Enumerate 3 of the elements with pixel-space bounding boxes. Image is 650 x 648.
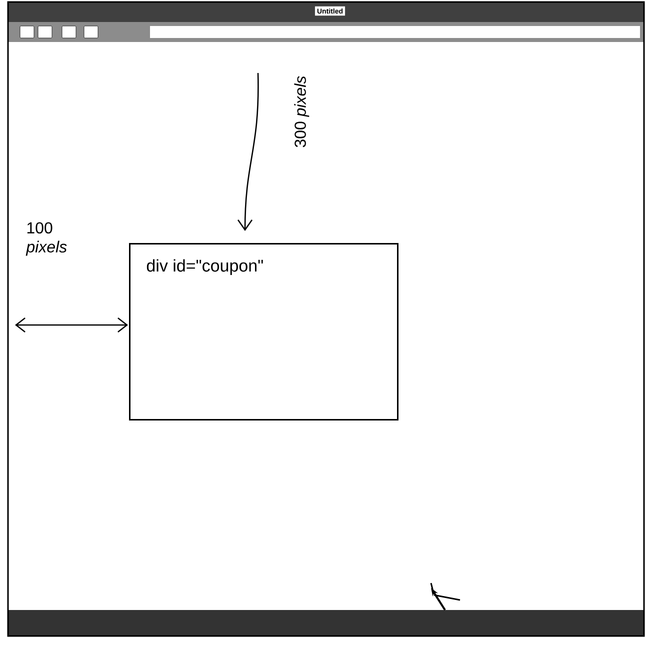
dimension-label: 100 pixels	[26, 222, 67, 256]
dimension-label: 300 pixels	[294, 76, 310, 148]
div-box: div id="coupon"	[129, 243, 398, 420]
